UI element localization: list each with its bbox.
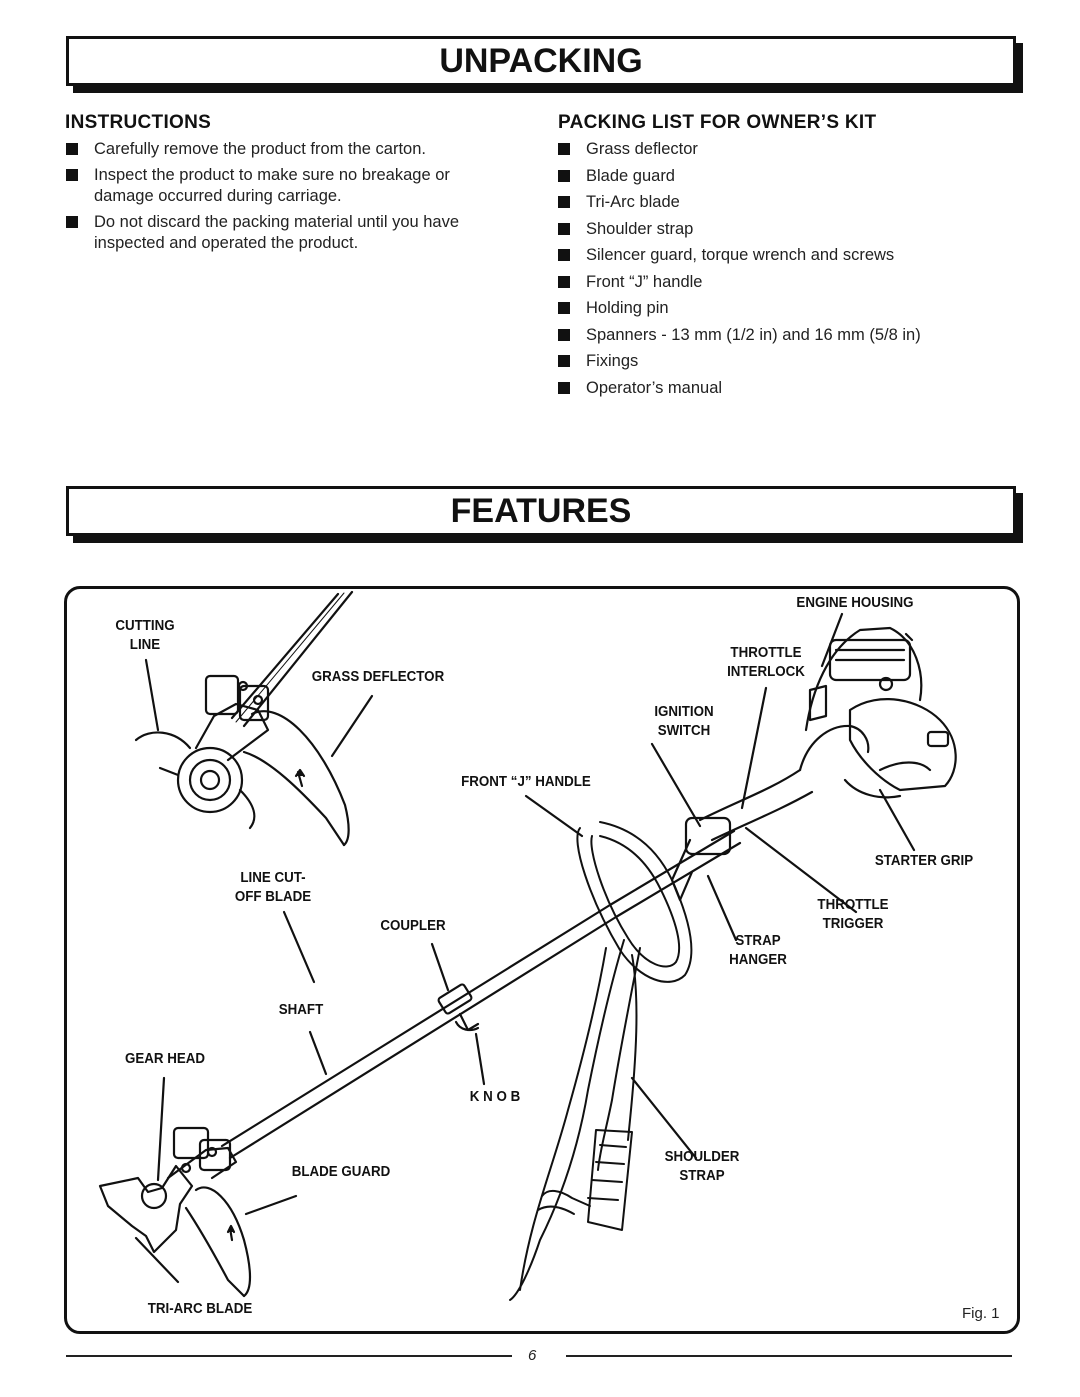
shoulder-strap-drawing [509,939,641,1301]
list-item: Silencer guard, torque wrench and screws [558,245,978,266]
list-item: Shoulder strap [558,219,978,240]
label-starter-grip: STARTER GRIP [874,853,974,869]
label-tri-arc-blade: TRI-ARC BLADE [147,1301,253,1317]
upper-shaft-drawing [230,590,354,728]
label-coupler: COUPLER [380,918,446,934]
instructions-heading: INSTRUCTIONS [65,112,212,133]
label-cutting-line: CUTTING LINE [104,617,187,655]
unpacking-banner: UNPACKING [66,36,1016,86]
j-handle-drawing [576,821,693,983]
packing-list: Grass deflector Blade guard Tri-Arc blad… [558,139,978,404]
throttle-handle-drawing [670,768,814,902]
list-item: Fixings [558,351,978,372]
label-blade-guard: BLADE GUARD [291,1164,391,1180]
list-item: Blade guard [558,166,978,187]
coupler-drawing [437,983,480,1032]
label-front-j-handle: FRONT “J” HANDLE [461,774,591,790]
label-shoulder-strap: SHOULDER STRAP [664,1149,740,1184]
instructions-list: Carefully remove the product from the ca… [66,139,486,259]
label-grass-deflector: GRASS DEFLECTOR [311,669,445,685]
features-title: FEATURES [450,491,632,530]
label-shaft: SHAFT [278,1002,324,1018]
label-throttle-trigger: THROTTLE TRIGGER [817,897,889,932]
page-number: 6 [528,1347,537,1364]
label-gear-head: GEAR HEAD [124,1051,206,1067]
leader-lines [134,612,916,1284]
label-throttle-interlock: THROTTLE INTERLOCK [727,645,805,680]
grass-deflector-drawing [242,710,350,847]
list-item: Tri-Arc blade [558,192,978,213]
footer-rule-right [566,1355,1012,1357]
label-knob: K N O B [469,1089,521,1105]
list-item: Do not discard the packing material unti… [66,212,486,254]
string-trimmer-head-drawing [134,674,270,830]
label-line-cutoff-blade: LINE CUT- OFF BLADE [234,870,312,905]
label-strap-hanger: STRAP HANGER [729,933,787,968]
main-shaft-drawing [220,829,742,1160]
blade-guard-drawing [184,1186,252,1298]
list-item: Inspect the product to make sure no brea… [66,165,486,207]
unpacking-title: UNPACKING [439,41,643,80]
list-item: Holding pin [558,298,978,319]
footer-rule-left [66,1355,512,1357]
list-item: Grass deflector [558,139,978,160]
packing-list-heading: PACKING LIST FOR OWNER’S KIT [558,112,877,133]
label-engine-housing: ENGINE HOUSING [796,595,914,611]
engine-drawing [798,626,957,799]
list-item: Operator’s manual [558,378,978,399]
features-banner: FEATURES [66,486,1016,536]
list-item: Carefully remove the product from the ca… [66,139,486,160]
label-ignition-switch: IGNITION SWITCH [654,704,714,739]
list-item: Front “J” handle [558,272,978,293]
label-cutting-line-text: CUTTING LINE [115,618,175,653]
list-item: Spanners - 13 mm (1/2 in) and 16 mm (5/8… [558,325,978,346]
tri-arc-blade-drawing [98,1126,238,1254]
figure-caption: Fig. 1 [962,1305,1000,1322]
